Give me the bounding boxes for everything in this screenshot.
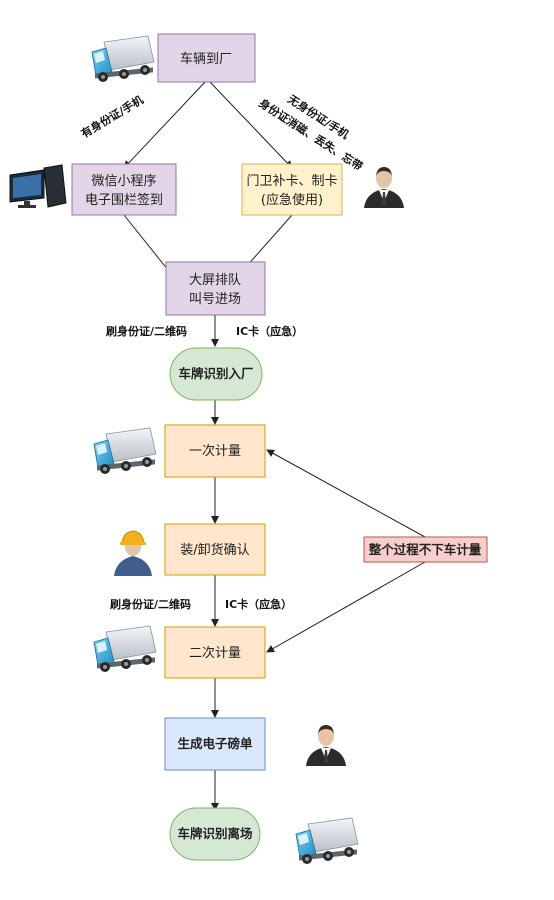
node-queue-box — [165, 261, 266, 316]
node-wechat: 微信小程序 电子围栏签到 — [71, 163, 177, 216]
node-no-exit-box — [363, 536, 488, 563]
edge-label-ic-1: IC卡（应急） — [236, 324, 303, 338]
truck-icon — [295, 817, 359, 865]
computer-icon — [9, 164, 67, 208]
node-plate-in: 车牌识别入厂 — [169, 347, 263, 401]
node-weigh1: 一次计量 — [164, 424, 266, 478]
truck-icon — [93, 427, 157, 475]
edge-label-ic-2: IC卡（应急） — [225, 597, 292, 611]
node-gate-box — [241, 163, 343, 216]
worker-icon — [114, 530, 152, 576]
businessman-icon — [364, 167, 404, 208]
edge-arrive-wechat — [123, 81, 206, 169]
node-ticket: 生成电子磅单 — [164, 717, 266, 771]
node-gate: 门卫补卡、制卡 (应急使用) — [241, 163, 343, 216]
node-no-exit: 整个过程不下车计量 — [363, 536, 488, 563]
node-load-box — [164, 523, 266, 576]
node-plate-in-label: 车牌识别入厂 — [178, 366, 253, 381]
node-queue-label-1: 大屏排队 — [189, 273, 241, 288]
node-queue-label-2: 叫号进场 — [189, 292, 241, 307]
node-no-exit-label: 整个过程不下车计量 — [369, 542, 482, 557]
node-wechat-label-1: 微信小程序 — [91, 174, 156, 189]
businessman-icon — [306, 725, 346, 766]
node-ticket-box — [164, 717, 266, 771]
node-weigh2-box — [164, 626, 266, 679]
node-ticket-label: 生成电子磅单 — [177, 736, 253, 751]
edge-label-swipe-1: 刷身份证/二维码 — [106, 324, 187, 338]
edge-noexit-weigh2 — [266, 561, 426, 653]
node-load-label: 装/卸货确认 — [180, 542, 249, 558]
node-plate-in-box — [169, 347, 263, 401]
node-queue: 大屏排队 叫号进场 — [165, 261, 266, 316]
edge-label-has-id: 有身份证/手机 — [78, 93, 145, 141]
truck-icon — [91, 35, 155, 83]
edge-label-swipe-2: 刷身份证/二维码 — [110, 597, 191, 611]
edge-arrive-gate — [209, 81, 293, 169]
truck-icon — [93, 625, 157, 673]
node-weigh2: 二次计量 — [164, 626, 266, 679]
node-arrive-box — [157, 33, 256, 83]
node-weigh1-label: 一次计量 — [189, 443, 241, 459]
node-load: 装/卸货确认 — [164, 523, 266, 576]
node-wechat-label-2: 电子围栏签到 — [85, 192, 163, 208]
node-plate-out-label: 车牌识别离场 — [177, 826, 252, 841]
node-gate-label-2: (应急使用) — [261, 192, 323, 208]
node-wechat-box — [71, 163, 177, 216]
node-arrive: 车辆到厂 — [157, 33, 256, 83]
edge-noexit-weigh1 — [266, 449, 426, 538]
node-gate-label-1: 门卫补卡、制卡 — [246, 174, 337, 189]
edges — [123, 81, 426, 811]
node-weigh2-label: 二次计量 — [189, 645, 241, 661]
node-arrive-label: 车辆到厂 — [180, 51, 232, 67]
node-plate-out: 车牌识别离场 — [169, 807, 261, 861]
node-plate-out-box — [169, 807, 261, 861]
node-weigh1-box — [164, 424, 266, 478]
